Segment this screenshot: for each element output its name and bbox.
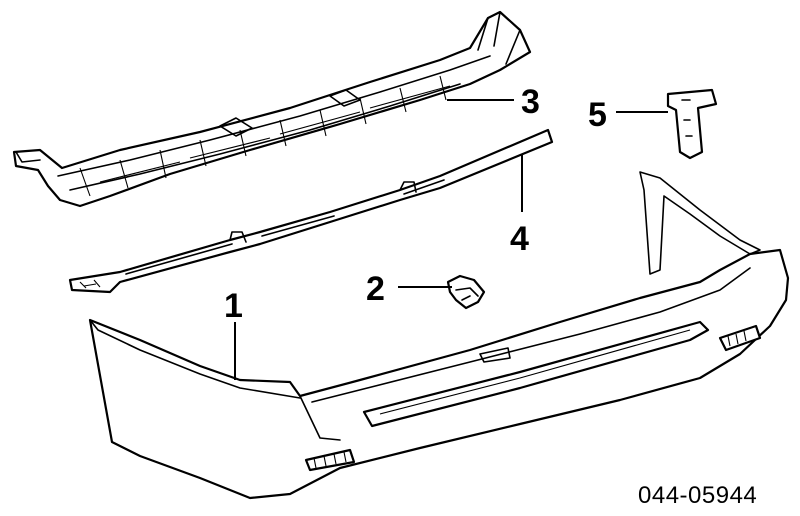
part-5-bracket [666,88,718,160]
callout-1: 1 [224,287,243,325]
callout-5: 5 [588,96,607,134]
callout-3: 3 [521,83,540,121]
part-4-retainer [68,128,554,294]
callout-2: 2 [366,270,385,308]
callout-4: 4 [510,220,529,258]
diagram-code: 044-05944 [638,482,757,509]
part-3-reinforcement [12,10,532,208]
part-1-bumper-cover [88,171,790,500]
part-2-clip [446,274,486,310]
